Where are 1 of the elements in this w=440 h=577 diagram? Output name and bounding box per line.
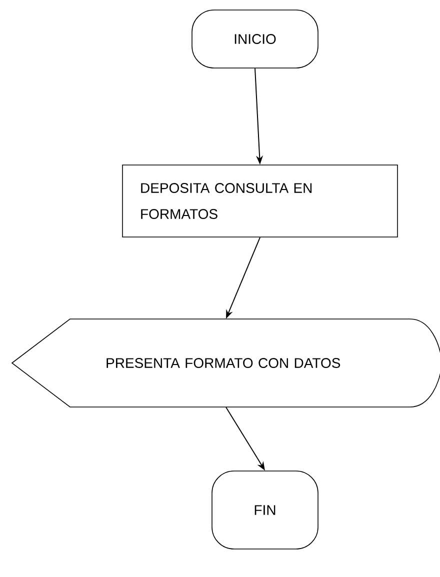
- process-box: DEPOSITA CONSULTA EN FORMATOS: [122, 164, 398, 238]
